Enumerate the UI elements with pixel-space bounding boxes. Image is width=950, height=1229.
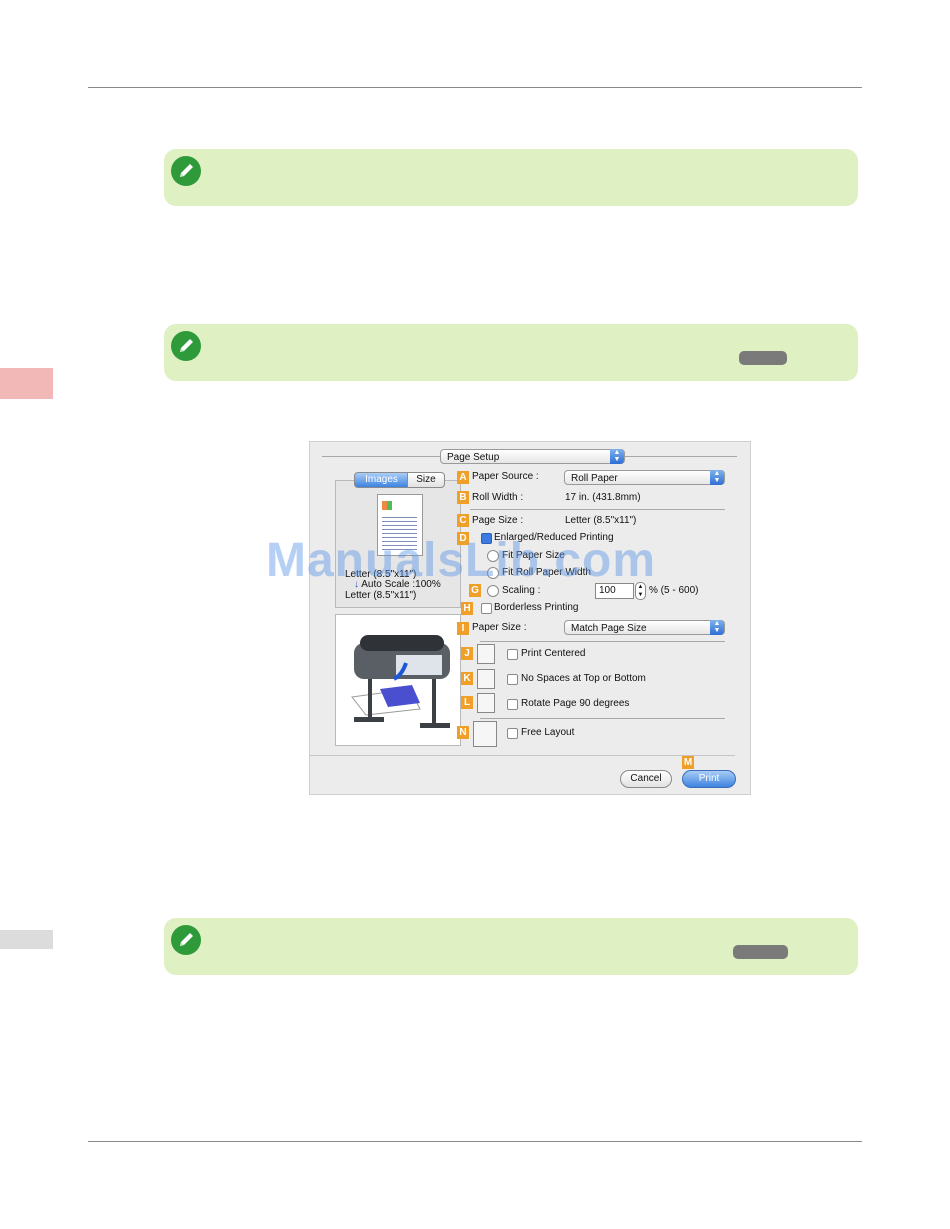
watermark: ManualsLib.com bbox=[266, 534, 657, 587]
page-thumbnail bbox=[377, 494, 423, 556]
rotate-page-icon bbox=[477, 693, 495, 713]
chapter-tab-gray bbox=[0, 930, 53, 949]
page-size-label: Page Size : bbox=[472, 515, 524, 526]
badge-g: G bbox=[469, 584, 481, 597]
no-spaces-checkbox[interactable] bbox=[507, 674, 518, 685]
divider bbox=[480, 718, 725, 719]
scaling-input[interactable]: 100 bbox=[595, 583, 634, 599]
divider bbox=[470, 509, 725, 510]
enlarged-label: Enlarged/Reduced Printing bbox=[494, 532, 614, 543]
updown-arrows-icon: ▲▼ bbox=[710, 470, 724, 485]
no-spaces-icon bbox=[477, 669, 495, 689]
printer-image bbox=[351, 635, 450, 728]
paper-size-value: Match Page Size bbox=[571, 623, 647, 634]
free-layout-checkbox[interactable] bbox=[507, 728, 518, 739]
paper-source-label: Paper Source : bbox=[472, 471, 539, 482]
note-box bbox=[164, 149, 858, 206]
badge-a: A bbox=[457, 471, 469, 484]
print-centered-label: Print Centered bbox=[521, 648, 586, 659]
divider bbox=[480, 641, 725, 642]
printer-illustration bbox=[335, 614, 461, 746]
down-arrow-icon: ↓ bbox=[354, 579, 362, 590]
rotate-label: Rotate Page 90 degrees bbox=[521, 698, 630, 709]
badge-d: D bbox=[457, 532, 469, 545]
badge-h: H bbox=[461, 602, 473, 615]
page-setup-dialog: Page Setup ▲▼ Images Size Letter (8.5"x1… bbox=[309, 441, 751, 795]
badge-c: C bbox=[457, 514, 469, 527]
title-rule-right bbox=[625, 456, 737, 457]
page-setup-menu-label: Page Setup bbox=[447, 452, 500, 463]
print-centered-checkbox[interactable] bbox=[507, 649, 518, 660]
scaling-label: Scaling : bbox=[502, 585, 541, 596]
footer-divider bbox=[310, 755, 735, 756]
badge-n: N bbox=[457, 726, 469, 739]
print-button[interactable]: Print bbox=[682, 770, 736, 788]
paper-source-value: Roll Paper bbox=[571, 473, 618, 484]
fit-paper-label: Fit Paper Size bbox=[502, 550, 565, 561]
print-centered-icon bbox=[477, 644, 495, 664]
preview-scale-text: Auto Scale :100% bbox=[361, 579, 441, 590]
page-size-value: Letter (8.5"x11") bbox=[565, 515, 637, 526]
title-rule-left bbox=[322, 456, 440, 457]
badge-k: K bbox=[461, 672, 473, 685]
free-layout-label: Free Layout bbox=[521, 727, 575, 738]
reference-pill[interactable] bbox=[739, 351, 787, 365]
roll-width-value: 17 in. (431.8mm) bbox=[565, 492, 641, 503]
note-box bbox=[164, 324, 858, 381]
updown-arrows-icon: ▲▼ bbox=[710, 620, 724, 635]
badge-j: J bbox=[461, 647, 473, 660]
free-layout-icon bbox=[473, 721, 497, 747]
enlarged-checkbox[interactable] bbox=[481, 533, 492, 544]
roll-width-label: Roll Width : bbox=[472, 492, 524, 503]
fit-roll-label: Fit Roll Paper Width bbox=[502, 567, 591, 578]
scaling-radio[interactable] bbox=[487, 585, 499, 597]
scaling-range: % (5 - 600) bbox=[649, 585, 699, 596]
scaling-stepper-icon[interactable]: ▲▼ bbox=[635, 582, 646, 600]
rotate-checkbox[interactable] bbox=[507, 699, 518, 710]
chapter-tab bbox=[0, 368, 53, 399]
cancel-button[interactable]: Cancel bbox=[620, 770, 672, 788]
note-pencil-icon bbox=[171, 156, 201, 186]
borderless-checkbox[interactable] bbox=[481, 603, 492, 614]
note-pencil-icon bbox=[171, 925, 201, 955]
reference-pill[interactable] bbox=[733, 945, 788, 959]
paper-source-select[interactable]: Roll Paper ▲▼ bbox=[564, 470, 725, 485]
badge-b: B bbox=[457, 491, 469, 504]
tab-size[interactable]: Size bbox=[407, 472, 445, 488]
badge-m: M bbox=[682, 756, 694, 769]
note-pencil-icon bbox=[171, 331, 201, 361]
paper-size-select[interactable]: Match Page Size ▲▼ bbox=[564, 620, 725, 635]
page-setup-menu[interactable]: Page Setup ▲▼ bbox=[440, 449, 625, 464]
updown-arrows-icon: ▲▼ bbox=[610, 449, 624, 464]
fit-roll-radio[interactable] bbox=[487, 567, 499, 579]
footer-rule bbox=[88, 1141, 862, 1142]
badge-i: I bbox=[457, 622, 469, 635]
tab-images[interactable]: Images bbox=[354, 472, 409, 488]
paper-size-label: Paper Size : bbox=[472, 622, 527, 633]
preview-scale-label: ↓ Auto Scale :100% bbox=[354, 579, 441, 590]
header-rule bbox=[88, 87, 862, 88]
preview-bottom-label: Letter (8.5"x11") bbox=[345, 590, 417, 601]
no-spaces-label: No Spaces at Top or Bottom bbox=[521, 673, 646, 684]
borderless-label: Borderless Printing bbox=[494, 602, 579, 613]
fit-paper-radio[interactable] bbox=[487, 550, 499, 562]
preview-size-label: Letter (8.5"x11") bbox=[345, 569, 417, 580]
note-box bbox=[164, 918, 858, 975]
badge-l: L bbox=[461, 696, 473, 709]
